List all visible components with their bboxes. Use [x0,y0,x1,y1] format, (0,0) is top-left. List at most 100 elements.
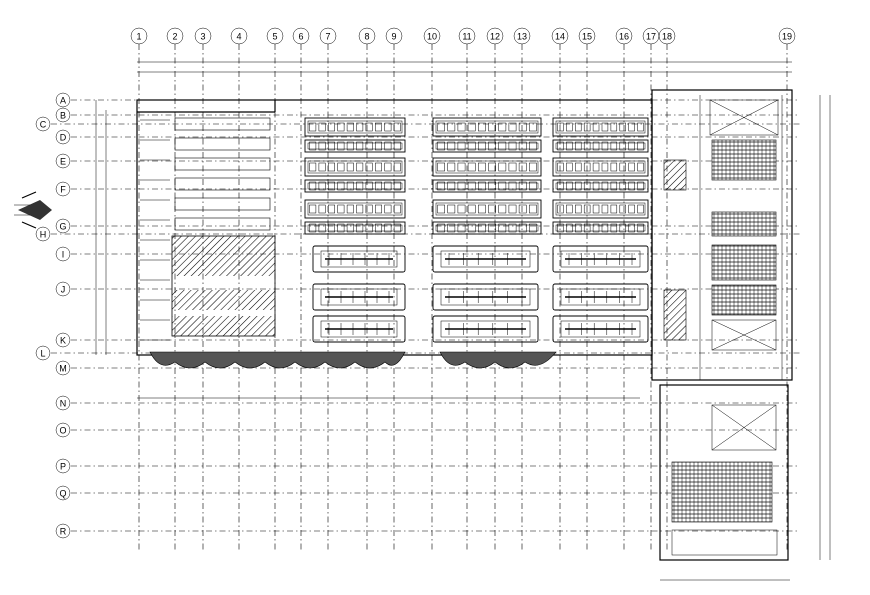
rack-bay [592,122,600,132]
rack-bay [610,122,618,132]
rack-bay [508,181,517,191]
rack-bay [457,204,466,214]
rack-bay [393,162,401,172]
column-label: 17 [646,32,656,42]
column-label: 1 [136,32,141,42]
row-bubble-J: J [55,281,71,297]
rack-bay [337,141,345,151]
rack-bay [337,162,345,172]
rack-inner [435,142,539,150]
rack-bay [365,141,373,151]
column-bubble-13: 13 [513,27,531,45]
rack-bay [393,204,401,214]
rack-bay [478,181,486,191]
rack-bay [498,204,507,214]
rack-inner [435,182,539,190]
rack-bay [628,204,635,214]
column-bubble-17: 17 [642,27,660,45]
row-label: J [61,285,66,295]
rack-outline [432,117,542,137]
display-counter [552,245,649,273]
rack-bay [375,181,382,191]
rack-bay [346,141,354,151]
column-label: 14 [555,32,565,42]
rack-bay [575,141,582,151]
rack-outline [552,179,649,193]
counter-inner [440,250,531,268]
row-bubble-K: K [55,332,71,348]
column-bubble-16: 16 [615,27,633,45]
rack-bay [557,162,564,172]
rack-bay [337,204,345,214]
counter-inner [320,250,398,268]
rack-bay [601,223,609,233]
rack-bay [457,181,466,191]
column-label: 7 [325,32,330,42]
rack-bay [601,204,609,214]
row-bubble-N: N [55,395,71,411]
storage-row [174,137,271,151]
rack-bay [518,162,527,172]
rack-bay [557,204,564,214]
rack-bay [384,141,392,151]
row-bubble-H: H [35,226,51,242]
rack-bay [393,181,401,191]
rack-bay [628,223,635,233]
rack-bay [467,223,476,233]
rack-bay [498,223,507,233]
rack-bay [592,223,600,233]
rack-inner [435,160,539,174]
display-counter [432,283,539,311]
counter-inner [320,320,398,338]
rack-bay [356,162,364,172]
column-bubble-5: 5 [266,27,284,45]
rack-bay [575,122,582,132]
counter-outline [432,283,539,311]
rack-bay [309,223,317,233]
row-label: I [62,250,65,260]
storage-row [174,177,271,191]
rack-outline [552,199,649,219]
display-counter [312,283,406,311]
service-block [663,99,779,556]
rack-bay [529,204,537,214]
row-label: N [60,399,67,409]
column-bubble-3: 3 [194,27,212,45]
rack-bay [447,162,456,172]
rack-block [304,139,406,153]
row-label: O [59,426,66,436]
rack-outline [304,139,406,153]
rack-bay [529,162,537,172]
rack-bay [478,162,486,172]
column-label: 16 [619,32,629,42]
rack-bay [365,223,373,233]
rack-inner [307,202,403,216]
column-bubble-6: 6 [292,27,310,45]
counter-inner [560,250,641,268]
column-bubble-4: 4 [230,27,248,45]
rack-bay [488,141,496,151]
rack-bay [393,223,401,233]
rack-bay [365,162,373,172]
rack-outline [304,199,406,219]
column-bubble-8: 8 [358,27,376,45]
storage-row [174,117,271,131]
rack-bay [384,223,392,233]
rack-bay [478,204,486,214]
rack-bay [375,162,382,172]
column-bubble-7: 7 [319,27,337,45]
rack-bay [575,204,582,214]
column-label: 12 [490,32,500,42]
column-grid-bubbles: 1 2 3 4 5 6 7 8 9 10 11 12 13 14 15 16 1… [130,27,796,45]
rack-bay [557,181,564,191]
rack-bay [619,141,626,151]
rack-bay [637,122,644,132]
rack-outline [432,139,542,153]
rack-bay [478,122,486,132]
rack-bay [575,162,582,172]
rack-bay [328,122,335,132]
rack-bay [467,122,476,132]
rack-bay [619,204,626,214]
rack-bay [309,141,317,151]
rack-bay [318,141,326,151]
